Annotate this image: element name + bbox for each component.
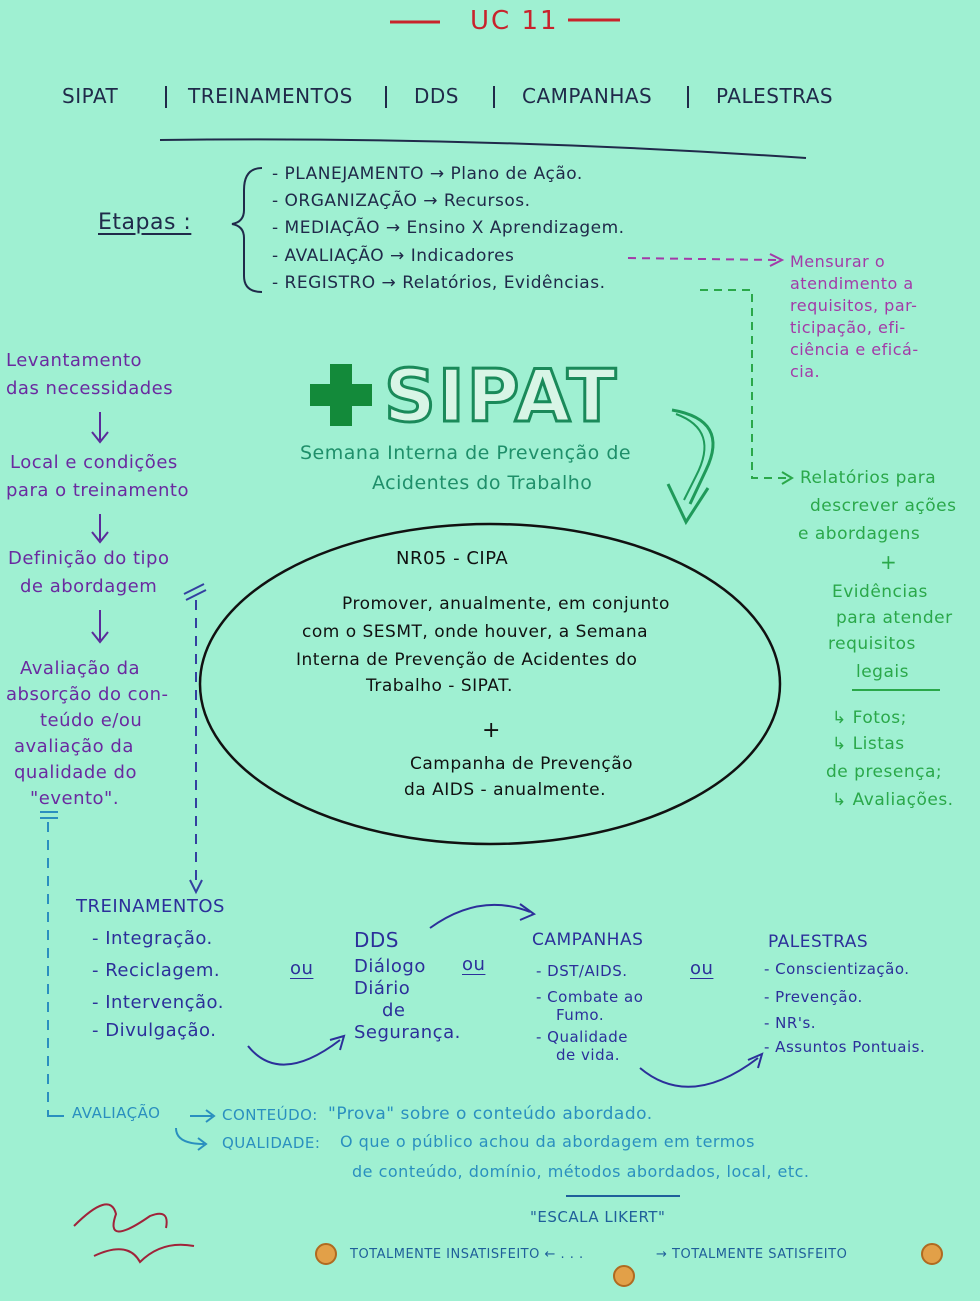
- page-title: UC 11: [470, 6, 559, 36]
- conteudo-label: CONTEÚDO:: [222, 1106, 318, 1124]
- palestras-item: - Assuntos Pontuais.: [764, 1038, 926, 1056]
- sipat-title: SIPAT: [382, 354, 619, 438]
- evidencia-item: ↳ Listas: [832, 734, 905, 754]
- qualidade-label: QUALIDADE:: [222, 1134, 321, 1152]
- evidencia-item: ↳ Fotos;: [832, 708, 907, 728]
- flow-step-1: das necessidades: [6, 378, 174, 399]
- conteudo-text: "Prova" sobre o conteúdo abordado.: [328, 1104, 653, 1124]
- mensurar-line: ticipação, efi-: [790, 318, 906, 337]
- relatorios-line: descrever ações: [810, 496, 957, 516]
- sipat-subtitle: Semana Interna de Prevenção de: [300, 442, 632, 464]
- campanhas-item: - DST/AIDS.: [536, 962, 628, 980]
- ou-connector: ou: [290, 958, 314, 979]
- palestras-item: - NR's.: [764, 1014, 817, 1032]
- etapa-item: - REGISTRO → Relatórios, Evidências.: [272, 273, 606, 293]
- topic-dds: DDS: [414, 84, 459, 108]
- flow-step-3: de abordagem: [20, 576, 158, 597]
- evidencias-line: Evidências: [832, 582, 928, 602]
- etapa-item: - ORGANIZAÇÃO → Recursos.: [272, 191, 531, 211]
- dds-item: Diálogo: [354, 956, 426, 977]
- dds-item: Diário: [354, 978, 411, 999]
- flow-step-2: para o treinamento: [6, 480, 190, 501]
- avaliacao-label: AVALIAÇÃO: [72, 1104, 161, 1122]
- campanhas-item: - Combate ao: [536, 988, 644, 1006]
- etapa-item: - AVALIAÇÃO → Indicadores: [272, 246, 515, 266]
- qualidade-text: de conteúdo, domínio, métodos abordados,…: [352, 1162, 810, 1181]
- nr05-body-line: Trabalho - SIPAT.: [366, 676, 513, 696]
- flow-step-2: Local e condições: [10, 452, 178, 473]
- dds-item: de: [382, 1000, 406, 1021]
- flow-step-4: Avaliação da: [20, 658, 141, 679]
- mensurar-line: ciência e eficá-: [790, 340, 919, 359]
- ou-connector: ou: [690, 958, 714, 979]
- likert-title: "ESCALA LIKERT": [530, 1208, 666, 1226]
- dds-item: Segurança.: [354, 1022, 461, 1043]
- evidencias-line: legais: [856, 662, 909, 682]
- nr05-campanha-line: Campanha de Prevenção: [410, 754, 634, 774]
- palestras-heading: PALESTRAS: [768, 932, 869, 952]
- topic-palestras: PALESTRAS: [716, 84, 834, 108]
- campanhas-heading: CAMPANHAS: [532, 930, 644, 950]
- etapa-item: - MEDIAÇÃO → Ensino X Aprendizagem.: [272, 218, 625, 238]
- flow-step-4: qualidade do: [14, 762, 137, 783]
- signature: [70, 1190, 210, 1270]
- likert-left: TOTALMENTE INSATISFEITO ← . . .: [350, 1247, 584, 1262]
- etapa-item: - PLANEJAMENTO → Plano de Ação.: [272, 164, 583, 184]
- flow-step-1: Levantamento: [6, 350, 143, 371]
- nr05-campanha-line: da AIDS - anualmente.: [404, 780, 607, 800]
- etapas-label: Etapas :: [98, 210, 192, 235]
- treinamentos-item: - Divulgação.: [92, 1020, 217, 1041]
- evidencia-item: ↳ Avaliações.: [832, 790, 954, 810]
- flow-step-4: teúdo e/ou: [40, 710, 143, 731]
- campanhas-item: - Qualidade: [536, 1028, 628, 1046]
- campanhas-item: Fumo.: [556, 1006, 605, 1024]
- flow-step-3: Definição do tipo: [8, 548, 170, 569]
- nr05-body-line: Promover, anualmente, em conjunto: [342, 594, 670, 614]
- relatorios-line: Relatórios para: [800, 468, 937, 488]
- mensurar-line: atendimento a: [790, 274, 914, 293]
- nr05-body-line: com o SESMT, onde houver, a Semana: [302, 622, 649, 642]
- campanhas-item: de vida.: [556, 1046, 621, 1064]
- evidencia-item: de presença;: [826, 762, 943, 782]
- topic-sipat: SIPAT: [62, 84, 119, 108]
- palestras-item: - Prevenção.: [764, 988, 863, 1006]
- flow-step-4: absorção do con-: [6, 684, 169, 705]
- nr05-heading: NR05 - CIPA: [396, 548, 509, 569]
- treinamentos-heading: TREINAMENTOS: [76, 896, 225, 917]
- likert-right: → TOTALMENTE SATISFEITO: [656, 1247, 848, 1262]
- treinamentos-item: - Intervenção.: [92, 992, 224, 1013]
- mensurar-line: cia.: [790, 362, 821, 381]
- relatorios-line: e abordagens: [798, 524, 921, 544]
- treinamentos-item: - Reciclagem.: [92, 960, 221, 981]
- ou-connector: ou: [462, 954, 486, 975]
- treinamentos-item: - Integração.: [92, 928, 213, 949]
- topic-campanhas: CAMPANHAS: [522, 84, 653, 108]
- relatorios-plus: +: [880, 550, 898, 574]
- mensurar-line: requisitos, par-: [790, 296, 918, 315]
- flow-step-4: avaliação da: [14, 736, 134, 757]
- sipat-subtitle: Acidentes do Trabalho: [372, 472, 593, 494]
- flow-step-4: "evento".: [30, 788, 120, 809]
- evidencias-line: requisitos: [828, 634, 916, 654]
- nr05-plus: +: [482, 718, 501, 743]
- mensurar-line: Mensurar o: [790, 252, 886, 271]
- qualidade-text: O que o público achou da abordagem em te…: [340, 1132, 755, 1151]
- nr05-body-line: Interna de Prevenção de Acidentes do: [296, 650, 638, 670]
- topic-treinamentos: TREINAMENTOS: [188, 84, 353, 108]
- palestras-item: - Conscientização.: [764, 960, 910, 978]
- dds-heading: DDS: [354, 928, 399, 952]
- evidencias-line: para atender: [836, 608, 953, 628]
